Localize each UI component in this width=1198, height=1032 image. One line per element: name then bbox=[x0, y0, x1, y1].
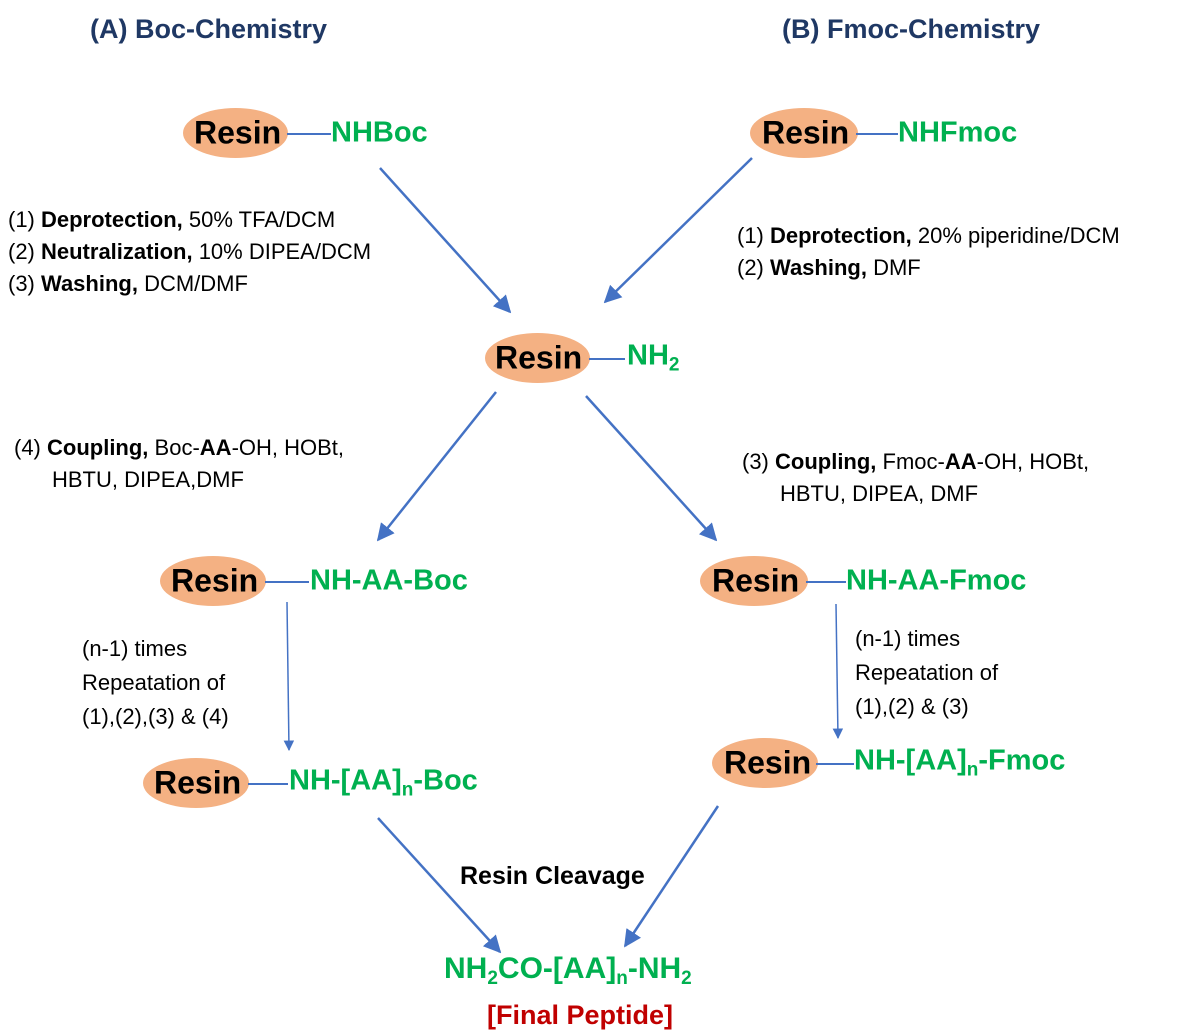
resin-label: Resin bbox=[171, 562, 259, 599]
protecting-group-label: NHFmoc bbox=[898, 116, 1018, 149]
fmoc-repeat-line-2: Repeatation of bbox=[855, 660, 999, 685]
fmoc-repeat-line-3: (1),(2) & (3) bbox=[855, 694, 969, 719]
arrow-boc-aa-to-boc-final bbox=[283, 601, 295, 752]
fmoc-coupling-line-2: HBTU, DIPEA, DMF bbox=[780, 481, 979, 506]
resin-label: Resin bbox=[712, 562, 800, 599]
fmoc-repeat-note: (n-1) times Repeatation of (1),(2) & (3) bbox=[855, 622, 998, 724]
resin-ellipse bbox=[485, 333, 590, 383]
resin-ellipse bbox=[712, 738, 818, 788]
boc-deprotection-steps: (1) Deprotection, 50% TFA/DCM (2) Neutra… bbox=[8, 204, 371, 300]
boc-repeat-line-3: (1),(2),(3) & (4) bbox=[82, 704, 229, 729]
node-resin-nh-aa-fmoc: Resin NH-AA-Fmoc bbox=[700, 556, 1050, 606]
final-product-formula: NH2CO-[AA]n-NH2 bbox=[444, 952, 692, 989]
node-resin-nhboc: Resin NHBoc bbox=[183, 108, 453, 158]
arrow-fmoc-start-to-center bbox=[603, 157, 753, 304]
arrow-boc-start-to-center bbox=[379, 167, 512, 314]
protecting-group-label: NHBoc bbox=[331, 116, 428, 149]
resin-label: Resin bbox=[194, 114, 282, 151]
heading-fmoc-chemistry: (B) Fmoc-Chemistry bbox=[782, 14, 1041, 44]
resin-label: Resin bbox=[724, 744, 812, 781]
boc-repeat-line-1: (n-1) times bbox=[82, 636, 188, 661]
protecting-group-label: NH-AA-Fmoc bbox=[846, 564, 1027, 597]
boc-coupling-line-1: (4) Coupling, Boc-AA-OH, HOBt, bbox=[14, 435, 345, 460]
fmoc-coupling-line-1: (3) Coupling, Fmoc-AA-OH, HOBt, bbox=[742, 449, 1090, 474]
fmoc-step-1: (1) Deprotection, 20% piperidine/DCM bbox=[737, 223, 1120, 248]
resin-ellipse bbox=[143, 758, 249, 808]
boc-repeat-note: (n-1) times Repeatation of (1),(2),(3) &… bbox=[82, 632, 229, 734]
resin-cleavage-label: Resin Cleavage bbox=[460, 862, 645, 890]
boc-step-1: (1) Deprotection, 50% TFA/DCM bbox=[8, 207, 336, 232]
node-resin-nh-aan-boc: Resin NH-[AA]n-Boc bbox=[143, 758, 503, 808]
fmoc-deprotection-steps: (1) Deprotection, 20% piperidine/DCM (2)… bbox=[737, 220, 1120, 284]
arrow-boc-final-to-product bbox=[377, 817, 502, 954]
resin-label: Resin bbox=[154, 764, 242, 801]
resin-ellipse bbox=[160, 556, 266, 606]
node-resin-nh-aa-boc: Resin NH-AA-Boc bbox=[160, 556, 490, 606]
bond-line bbox=[806, 581, 846, 583]
fmoc-coupling-step: (3) Coupling, Fmoc-AA-OH, HOBt, HBTU, DI… bbox=[742, 446, 1089, 510]
boc-coupling-line-2: HBTU, DIPEA,DMF bbox=[52, 467, 244, 492]
resin-label: Resin bbox=[495, 339, 583, 376]
fmoc-repeat-line-1: (n-1) times bbox=[855, 626, 961, 651]
boc-repeat-line-2: Repeatation of bbox=[82, 670, 226, 695]
heading-boc-chemistry: (A) Boc-Chemistry bbox=[90, 14, 328, 44]
bond-line bbox=[265, 581, 309, 583]
final-peptide-label: [Final Peptide] bbox=[487, 1000, 674, 1030]
node-resin-nhfmoc: Resin NHFmoc bbox=[750, 108, 1040, 158]
node-resin-nh-aan-fmoc: Resin NH-[AA]n-Fmoc bbox=[712, 738, 1102, 788]
resin-ellipse bbox=[750, 108, 858, 158]
node-resin-nh2: Resin NH2 bbox=[485, 333, 715, 383]
bond-line bbox=[589, 358, 625, 360]
protecting-group-label: NH-AA-Boc bbox=[310, 564, 468, 597]
bond-line bbox=[816, 763, 854, 765]
bond-line bbox=[856, 133, 898, 135]
boc-step-3: (3) Washing, DCM/DMF bbox=[8, 271, 248, 296]
protecting-group-label: NH-[AA]n-Boc bbox=[289, 764, 478, 801]
bond-line bbox=[287, 133, 331, 135]
arrow-fmoc-aa-to-fmoc-final bbox=[832, 603, 844, 740]
arrow-center-to-boc-aa bbox=[376, 391, 497, 542]
fmoc-step-2: (2) Washing, DMF bbox=[737, 255, 921, 280]
resin-label: Resin bbox=[762, 114, 850, 151]
protecting-group-label: NH-[AA]n-Fmoc bbox=[854, 744, 1066, 781]
boc-step-2: (2) Neutralization, 10% DIPEA/DCM bbox=[8, 239, 372, 264]
resin-ellipse bbox=[183, 108, 288, 158]
bond-line bbox=[248, 783, 288, 785]
resin-ellipse bbox=[700, 556, 808, 606]
arrow-fmoc-final-to-product bbox=[623, 805, 720, 948]
boc-coupling-step: (4) Coupling, Boc-AA-OH, HOBt, HBTU, DIP… bbox=[14, 432, 344, 496]
arrow-center-to-fmoc-aa bbox=[585, 395, 718, 542]
amine-group-label: NH2 bbox=[627, 339, 680, 376]
